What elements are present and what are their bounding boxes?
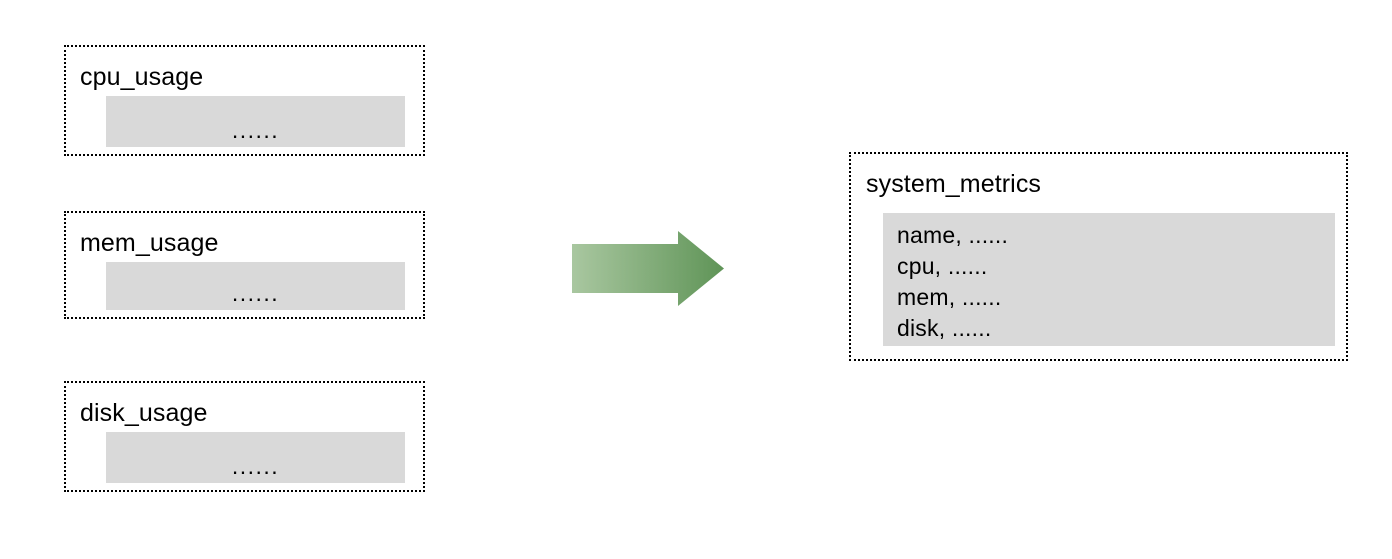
field-row: disk, ......: [897, 315, 992, 341]
source-node-body-ellipsis: ......: [231, 280, 280, 306]
target-node-title: system_metrics: [866, 170, 1042, 198]
target-node-fields-panel: name, ...... cpu, ...... mem, ...... dis…: [883, 213, 1335, 346]
source-node-body-panel: ......: [106, 262, 405, 310]
target-node-system-metrics[interactable]: system_metrics name, ...... cpu, ...... …: [849, 152, 1348, 361]
source-node-title: disk_usage: [80, 399, 208, 427]
source-node-cpu-usage[interactable]: cpu_usage ......: [64, 45, 425, 156]
field-row: mem, ......: [897, 284, 1002, 310]
source-node-body-ellipsis: ......: [231, 117, 280, 143]
field-row: cpu, ......: [897, 253, 988, 279]
source-node-disk-usage[interactable]: disk_usage ......: [64, 381, 425, 492]
flow-arrow-right-icon: [572, 231, 724, 306]
source-node-body-panel: ......: [106, 96, 405, 147]
source-node-body-panel: ......: [106, 432, 405, 483]
source-node-mem-usage[interactable]: mem_usage ......: [64, 211, 425, 319]
source-node-title: mem_usage: [80, 229, 219, 257]
source-node-title: cpu_usage: [80, 63, 204, 91]
source-node-body-ellipsis: ......: [231, 453, 280, 479]
field-row: name, ......: [897, 222, 1009, 248]
